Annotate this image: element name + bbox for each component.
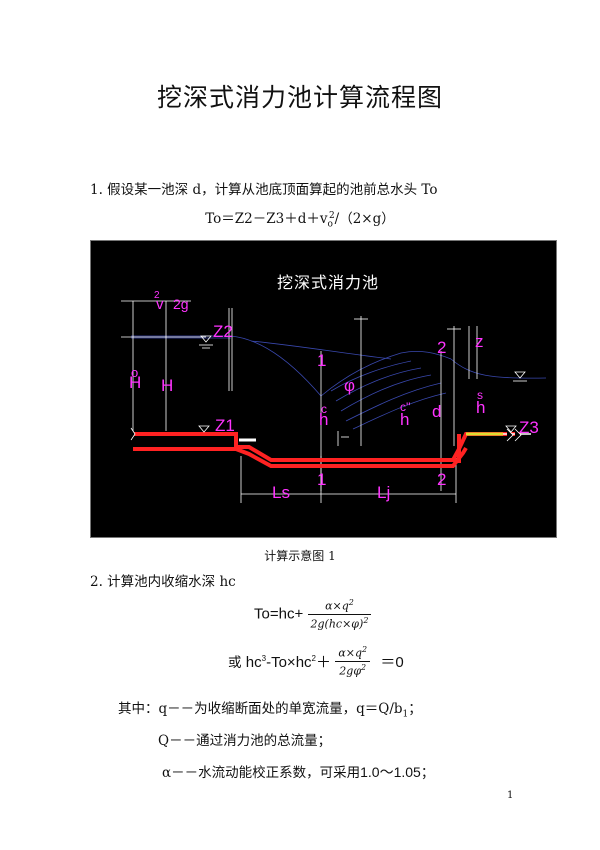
definition-q: 其中：q－－为收缩断面处的单宽流量，q＝Q/b1； <box>118 701 422 720</box>
svg-text:2: 2 <box>437 338 446 357</box>
svg-text:o: o <box>131 365 138 380</box>
hatching <box>130 427 522 442</box>
svg-text:Z2: Z2 <box>213 322 233 341</box>
figure-caption: 计算示意图 1 <box>264 549 336 563</box>
svg-text:Ls: Ls <box>272 483 290 502</box>
svg-text:1: 1 <box>317 351 326 370</box>
svg-text:2: 2 <box>154 290 160 301</box>
svg-text:s: s <box>477 388 483 402</box>
channel-bed <box>133 432 521 468</box>
svg-text:H: H <box>129 373 141 392</box>
water-level-symbols <box>198 335 527 433</box>
svg-text:h: h <box>400 410 409 429</box>
svg-text:φ: φ <box>344 376 355 395</box>
svg-text:H: H <box>161 376 173 395</box>
dimension-lines <box>121 300 478 503</box>
svg-text:Z3: Z3 <box>519 418 539 437</box>
svg-text:h: h <box>319 410 328 429</box>
svg-text:1: 1 <box>317 470 326 489</box>
svg-text:2: 2 <box>437 470 446 489</box>
stilling-basin-diagram: 挖深式消力池 <box>90 240 557 538</box>
water-surface <box>131 335 547 430</box>
step1-equation: To＝Z2－Z3＋d＋vo2/（2×g） <box>205 210 395 230</box>
svg-text:d: d <box>432 402 441 421</box>
svg-text:Lj: Lj <box>377 483 390 502</box>
svg-text:v: v <box>156 296 164 313</box>
diagram-labels: v 2 2g Z2 Z1 Z3 H o H 1 1 2 2 h c φ h c'… <box>129 290 539 502</box>
svg-text:2g: 2g <box>173 296 189 312</box>
step2-text: 2. 计算池内收缩水深 hc <box>90 574 236 590</box>
svg-text:Z1: Z1 <box>215 416 235 435</box>
definition-Q: Q－－通过消力池的总流量； <box>158 733 332 749</box>
equation-hc-2: 或 hc3-To×hc2＋ α×q2 2gφ2 ＝0 <box>228 645 404 678</box>
svg-text:z: z <box>475 332 484 351</box>
definition-alpha: α－－水流动能校正系数，可采用1.0～1.05； <box>162 764 435 781</box>
equation-hc-1: To=hc+ α×q2 2g(hc×φ)2 <box>254 598 372 630</box>
step1-text: 1. 假设某一池深 d，计算从池底顶面算起的池前总水头 To <box>90 182 438 198</box>
page-title: 挖深式消力池计算流程图 <box>156 83 443 112</box>
page-number: 1 <box>507 790 514 801</box>
diagram-title: 挖深式消力池 <box>277 274 379 292</box>
svg-text:c: c <box>321 402 327 416</box>
svg-text:h: h <box>476 398 485 417</box>
svg-text:c'': c'' <box>400 400 411 414</box>
